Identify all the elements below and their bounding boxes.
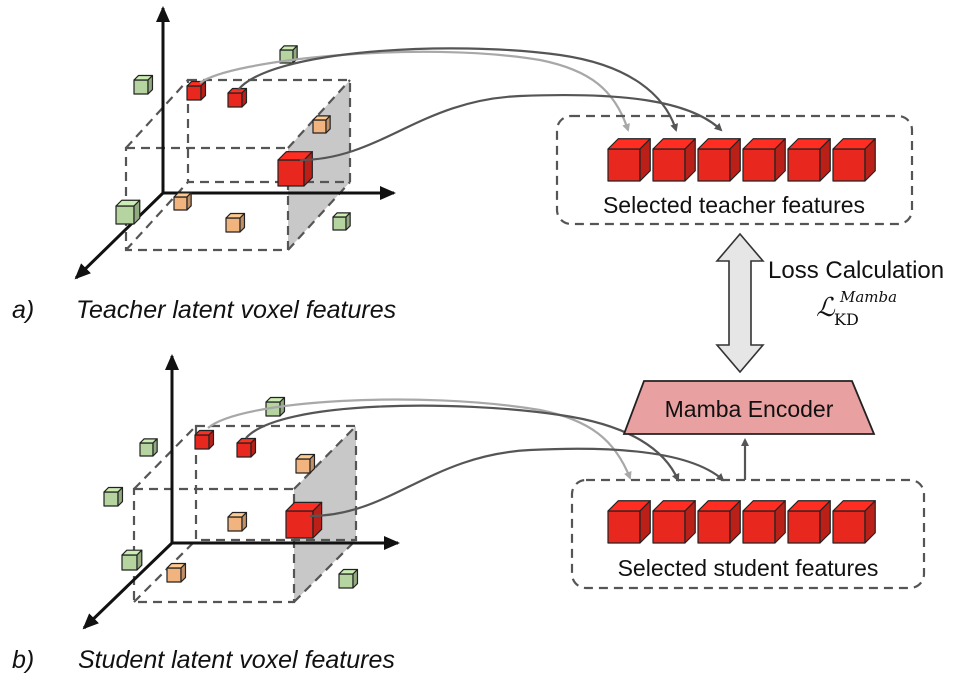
student-slice-plane xyxy=(294,426,356,602)
student-panel-caption: Student latent voxel features xyxy=(78,646,395,674)
green-voxel xyxy=(139,438,158,457)
teacher-panel-caption: Teacher latent voxel features xyxy=(76,296,396,324)
teacher-arrow-3 xyxy=(299,93,723,162)
student-arrow-3 xyxy=(309,447,725,518)
teacher-voxel-panel xyxy=(74,6,723,280)
teacher-feature-cube xyxy=(742,138,786,182)
teacher-feature-cube xyxy=(607,138,651,182)
teacher-feature-cube xyxy=(652,138,696,182)
loss-label: Loss Calculation xyxy=(768,257,944,284)
loss-formula: ℒ KD Mamba xyxy=(816,288,897,329)
teacher-feature-cube xyxy=(697,138,741,182)
student-feature-group-label: Selected student features xyxy=(618,555,879,581)
green-voxel xyxy=(338,568,359,589)
student-arrow-2 xyxy=(245,404,680,482)
selected-voxel xyxy=(186,80,207,101)
student-feature-cubes xyxy=(607,500,876,544)
loss-subscript: KD xyxy=(834,310,859,329)
loss-superscript: Mamba xyxy=(839,288,897,306)
student-feature-group-box xyxy=(570,478,926,590)
student-voxels xyxy=(103,396,359,589)
teacher-arrow-2 xyxy=(237,47,679,132)
mamba-encoder-block xyxy=(622,380,876,435)
teacher-panel-letter: a) xyxy=(12,296,34,324)
student-feature-cube xyxy=(697,500,741,544)
student-feature-cube xyxy=(607,500,651,544)
student-feature-cube xyxy=(787,500,831,544)
orange-voxel xyxy=(312,115,331,134)
teacher-feature-cube xyxy=(787,138,831,182)
orange-voxel xyxy=(295,453,316,474)
selected-voxel xyxy=(236,437,257,458)
selected-voxel-large xyxy=(285,501,323,539)
student-panel-letter: b) xyxy=(12,646,34,674)
teacher-axis-y xyxy=(74,191,165,280)
orange-voxel xyxy=(173,192,192,211)
loss-symbol: ℒ xyxy=(816,293,836,323)
student-feature-cube xyxy=(832,500,876,544)
green-voxel xyxy=(332,212,351,231)
teacher-feature-cubes xyxy=(607,138,876,182)
teacher-feature-group-label: Selected teacher features xyxy=(603,192,865,218)
student-feature-cube xyxy=(652,500,696,544)
orange-voxel xyxy=(227,511,248,532)
green-voxel xyxy=(103,486,124,507)
green-voxel xyxy=(121,549,143,571)
teacher-slice-plane xyxy=(288,80,350,250)
selected-voxel-large xyxy=(277,151,313,187)
student-voxel-panel xyxy=(82,354,725,630)
student-feature-cube xyxy=(742,500,786,544)
loss-double-arrow xyxy=(715,232,765,374)
student-arrow-1 xyxy=(207,398,632,480)
selected-voxel xyxy=(227,87,248,108)
teacher-voxels xyxy=(115,45,351,233)
orange-voxel xyxy=(225,212,246,233)
teacher-feature-cube xyxy=(832,138,876,182)
student-axis-y xyxy=(82,541,174,630)
teacher-arrow-1 xyxy=(199,50,630,132)
selected-voxel xyxy=(194,429,215,450)
green-voxel xyxy=(115,199,141,225)
green-voxel xyxy=(133,74,154,95)
mamba-encoder-label: Mamba Encoder xyxy=(665,396,834,422)
orange-voxel xyxy=(166,562,187,583)
